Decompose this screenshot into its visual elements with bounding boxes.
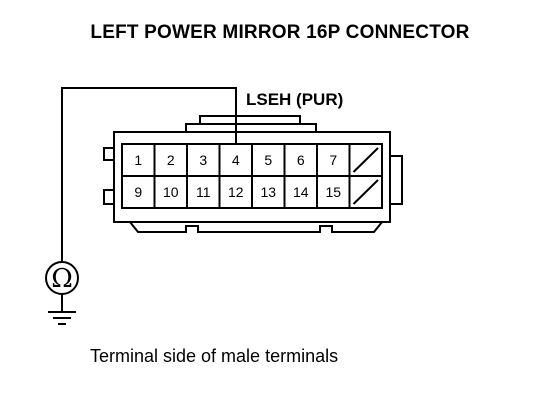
connector-lock-tab <box>185 115 317 132</box>
terminal-label-7: 7 <box>329 152 337 168</box>
left-latch-bottom <box>103 189 114 205</box>
terminal-label-12: 12 <box>228 184 244 200</box>
left-latch-top <box>103 147 114 161</box>
unused-cavity-hatch <box>352 179 379 205</box>
unused-cavity-16 <box>348 175 383 209</box>
terminal-label-13: 13 <box>260 184 276 200</box>
caption: Terminal side of male terminals <box>90 346 339 366</box>
terminal-label-1: 1 <box>134 152 142 168</box>
connector-lower-skirt <box>129 221 383 233</box>
diagram-title: LEFT POWER MIRROR 16P CONNECTOR <box>90 22 470 43</box>
terminal-label-6: 6 <box>297 152 305 168</box>
terminal-label-15: 15 <box>325 184 341 200</box>
wire-label: LSEH (PUR) <box>246 90 344 109</box>
terminal-label-9: 9 <box>134 184 142 200</box>
terminal-label-3: 3 <box>199 152 207 168</box>
connector-housing <box>113 131 391 223</box>
ohm-symbol: Ω <box>51 264 73 294</box>
terminal-label-5: 5 <box>264 152 272 168</box>
terminal-label-14: 14 <box>293 184 309 200</box>
terminal-label-10: 10 <box>163 184 179 200</box>
terminal-label-4: 4 <box>232 152 240 168</box>
terminal-label-11: 11 <box>196 184 211 200</box>
right-latch <box>390 155 403 205</box>
unused-cavity-hatch <box>352 147 379 173</box>
terminal-label-2: 2 <box>167 152 175 168</box>
